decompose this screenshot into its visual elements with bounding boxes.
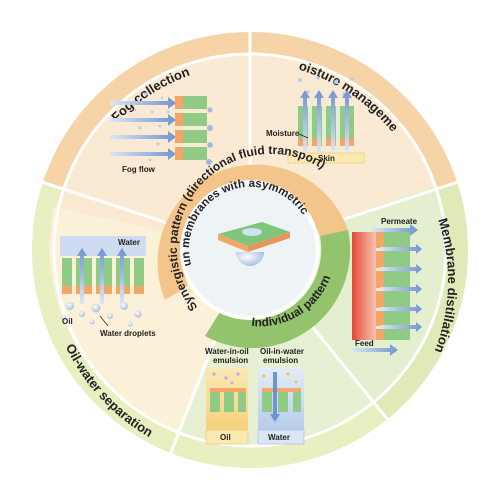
oil-box	[205, 429, 249, 445]
permeate-label: Permeate	[381, 217, 418, 226]
moisture-pointer	[298, 133, 309, 139]
o-in-w-label-1: Oil-in-water	[260, 347, 304, 356]
w-in-o-label-1: Water-in-oil	[205, 347, 249, 356]
center-membrane-side-left	[218, 234, 248, 252]
droplets-pointer	[99, 315, 109, 327]
moisture-membrane	[298, 106, 354, 146]
o-in-w-membrane	[262, 388, 301, 412]
center-graphic	[184, 184, 316, 316]
o-in-w-arrow	[270, 372, 280, 422]
skin-layer	[287, 152, 365, 164]
w-in-o-membrane	[210, 388, 246, 412]
skin-label: Skin	[318, 154, 335, 163]
oil-box-label: Oil	[220, 433, 231, 442]
fog-arrows	[110, 97, 176, 160]
center-droplet-bottom	[236, 252, 264, 266]
distillation-panel: Permeate Feed	[352, 217, 422, 356]
moisture-arrows	[300, 90, 352, 152]
fog-flow-label: Fog flow	[122, 165, 156, 174]
inner-boundary	[52, 52, 448, 448]
distillation-arrows	[352, 224, 422, 356]
outer-edge	[30, 30, 470, 470]
water-droplets-label: Water droplets	[100, 329, 156, 338]
oilwater-panel: Water Oil Water droplets	[60, 236, 156, 338]
emulsion-panel: Water-in-oil emulsion Oil-in-water emuls…	[205, 347, 305, 445]
fog-droplets	[133, 92, 170, 162]
water-label: Water	[118, 238, 140, 247]
oilwater-arrows	[77, 248, 127, 304]
individual-band	[205, 230, 351, 349]
w-in-o-label-2: emulsion	[213, 356, 248, 365]
w-in-o-droplets	[212, 372, 240, 385]
o-in-w-droplets	[262, 372, 298, 384]
fog-panel: Fog flow	[110, 92, 213, 174]
fog-membrane	[175, 96, 213, 165]
water-box-label: Water	[268, 433, 290, 442]
water-box	[257, 429, 305, 445]
feed-zone	[352, 232, 376, 340]
feed-label: Feed	[355, 339, 374, 348]
oil-label: Oil	[62, 317, 73, 326]
moisture-droplets	[298, 76, 354, 96]
moisture-label: Moisture	[266, 129, 300, 138]
moisture-panel: Skin Moisture	[266, 76, 365, 164]
oil-droplets	[61, 302, 142, 327]
center-droplet-top	[242, 228, 262, 236]
center-membrane-side-right	[248, 232, 290, 252]
o-in-w-label-2: emulsion	[263, 356, 298, 365]
